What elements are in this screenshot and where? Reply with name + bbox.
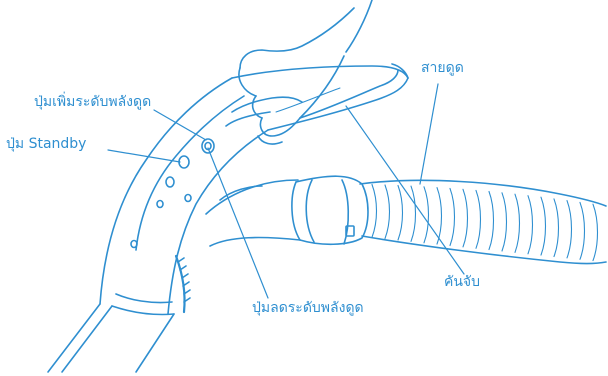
- leader-suction-hose: [420, 84, 438, 184]
- hose-corrugations: [372, 185, 598, 261]
- hose-ring: [411, 186, 416, 241]
- decrease-suction-button-mark: [166, 177, 174, 187]
- leader-decrease: [208, 148, 268, 298]
- increase-suction-button-mark: [202, 139, 214, 153]
- hose-ring: [463, 189, 468, 247]
- hose-ring: [567, 201, 572, 258]
- hose-top-edge: [360, 180, 606, 206]
- hose-ring: [515, 194, 520, 252]
- leader-increase: [154, 110, 206, 140]
- leader-standby: [108, 150, 180, 162]
- hose-ring: [372, 185, 377, 238]
- handle-label: คันจับ: [444, 274, 480, 290]
- hose-ring: [398, 186, 403, 241]
- hose-ring: [476, 190, 481, 248]
- increase-suction-button-label: ปุ่มเพิ่มระดับพลังดูด: [34, 94, 151, 110]
- hose-ring: [554, 199, 559, 257]
- leader-lines: [108, 84, 464, 298]
- suction-hose-label: สายดูด: [421, 60, 464, 76]
- hose-connector: [292, 176, 368, 244]
- hose-ring: [489, 192, 494, 250]
- hose-ring: [385, 185, 390, 239]
- hose-ring: [502, 193, 507, 251]
- hose-ring: [450, 188, 455, 245]
- hose-ring: [424, 187, 429, 243]
- hose-ring: [593, 204, 598, 260]
- handle-buttons: [131, 139, 214, 248]
- suction-hose: [360, 180, 606, 263]
- hose-ring: [541, 197, 546, 255]
- decrease-suction-button-label: ปุ่มลดระดับพลังดูด: [252, 300, 364, 316]
- hose-ring: [580, 202, 585, 259]
- standby-button-label: ปุ่ม Standby: [6, 136, 86, 152]
- lower-collar: [112, 256, 190, 315]
- wand-tube: [206, 180, 300, 246]
- hose-ring: [528, 196, 533, 254]
